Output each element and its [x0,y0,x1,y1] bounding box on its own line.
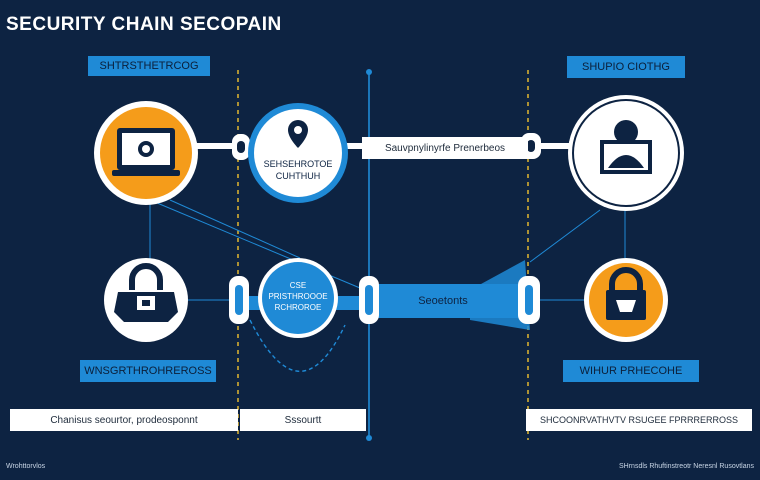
chain-link-mid-center [359,276,379,324]
padlock-icon [114,263,178,322]
bar-top-middle: Sauvpnylinyrfe Prenerbeos [362,137,528,159]
padlock-node-right [584,258,668,342]
center-top-node-text: SEHSEHROTOE CUHTHUH [258,158,338,182]
label-top-left: SHTRSTHETRCOG [88,56,210,76]
center-bottom-node [258,258,338,338]
user-screen-node [568,95,684,211]
center-top-text-line1: SEHSEHROTOE [263,159,333,169]
label-bottom-left: WNSGRTHROHREROSS [80,360,216,382]
bar-bottom-left: Chanisus seourtor, prodeosponnt [10,409,238,431]
chain-link-top-left [232,134,250,160]
padlock-icon [606,267,646,320]
bar-bottom-right: SHCOONRVATHVTV RSUGEE FPRRRERROSS [526,409,752,431]
user-screen-icon [600,120,652,174]
bar-middle-right: Seoetonts [418,295,468,307]
label-top-right: SHUPIO CIOTHG [567,56,685,78]
chain-link-mid-right [518,276,540,324]
padlock-node-left [104,258,188,342]
center-bottom-text-line1: CSE [289,281,307,290]
center-divider-bottom-dot [366,435,372,441]
footer-right: SHrnsdls Rhuftinstreotr Neresnl Rusovtla… [619,463,754,470]
footer-left: Wrohttorvlos [6,463,46,470]
location-node [248,103,348,203]
location-pin-icon [288,120,308,148]
center-bottom-node-text: CSE PRISTHROOOE RCHROROE [263,280,333,313]
bar-bottom-middle: Sssourtt [240,409,366,431]
center-bottom-text-line2: PRISTHROOOE [268,292,328,301]
laptop-node [94,101,198,205]
center-divider-top-dot [366,69,372,75]
page-title: SECURITY CHAIN SECOPAIN [6,14,282,35]
label-bottom-right: WIHUR PRHECOHE [563,360,699,382]
center-bottom-text-line3: RCHROROE [274,303,322,312]
laptop-icon [112,128,180,176]
chain-link-mid-left [229,276,249,324]
center-top-text-line2: CUHTHUH [275,171,321,181]
